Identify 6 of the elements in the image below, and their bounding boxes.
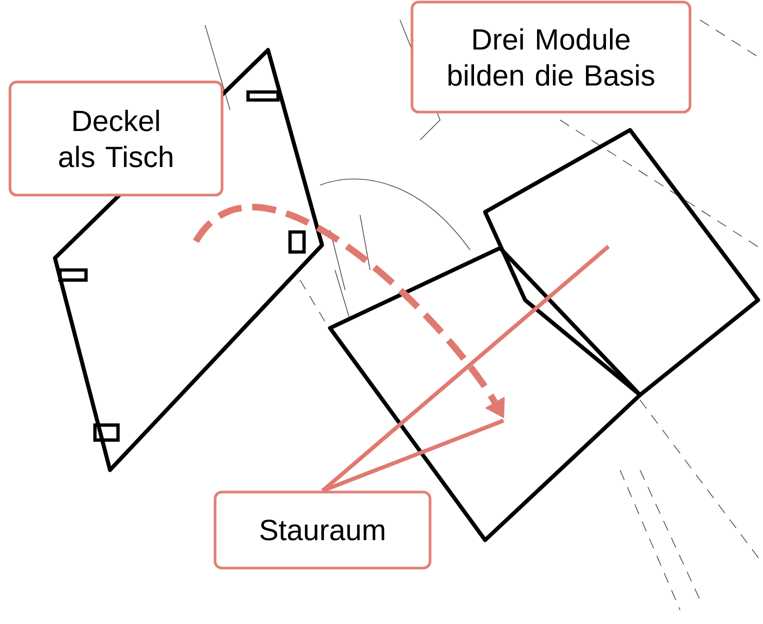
module-drawing [483, 128, 760, 397]
leader-line [321, 244, 610, 492]
label-box: Drei Module bilden die Basis [410, 0, 692, 114]
leader-line [322, 418, 504, 493]
label-box: Deckel als Tisch [8, 80, 224, 196]
label-box: Stauraum [214, 490, 432, 570]
